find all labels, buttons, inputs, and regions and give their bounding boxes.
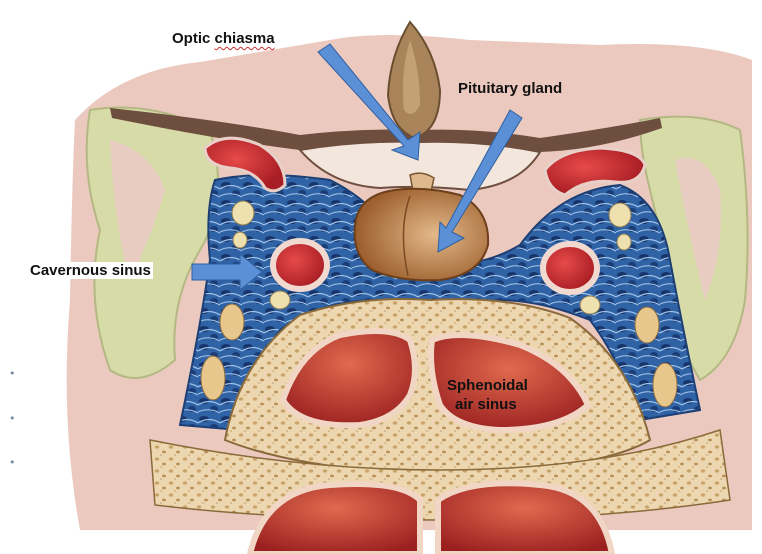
- nerve-right-4: [635, 307, 659, 343]
- label-optic-chiasma: Optic chiasma: [170, 30, 277, 47]
- label-optic-chiasma-word: chiasma: [215, 30, 275, 47]
- label-sphenoidal-line2: air sinus: [455, 396, 517, 413]
- nerve-left-5: [201, 356, 225, 400]
- label-cavernous-sinus: Cavernous sinus: [28, 262, 153, 279]
- nerve-right-2: [617, 234, 631, 250]
- carotid-artery-right: [543, 244, 597, 292]
- nerve-left-4: [220, 304, 244, 340]
- label-optic-chiasma-prefix: Optic: [172, 30, 215, 47]
- nerve-left-1: [232, 201, 254, 225]
- nerve-left-3: [270, 291, 290, 309]
- edge-mark-3: •: [9, 456, 16, 469]
- carotid-artery-left: [273, 241, 327, 289]
- nerve-right-1: [609, 203, 631, 227]
- nerve-left-2: [233, 232, 247, 248]
- label-sphenoidal-line1: Sphenoidal: [447, 377, 528, 394]
- nerve-right-5: [653, 363, 677, 407]
- edge-mark-1: •: [9, 367, 16, 380]
- edge-mark-2: •: [9, 412, 16, 425]
- nerve-right-3: [580, 296, 600, 314]
- label-pituitary-gland: Pituitary gland: [458, 80, 562, 97]
